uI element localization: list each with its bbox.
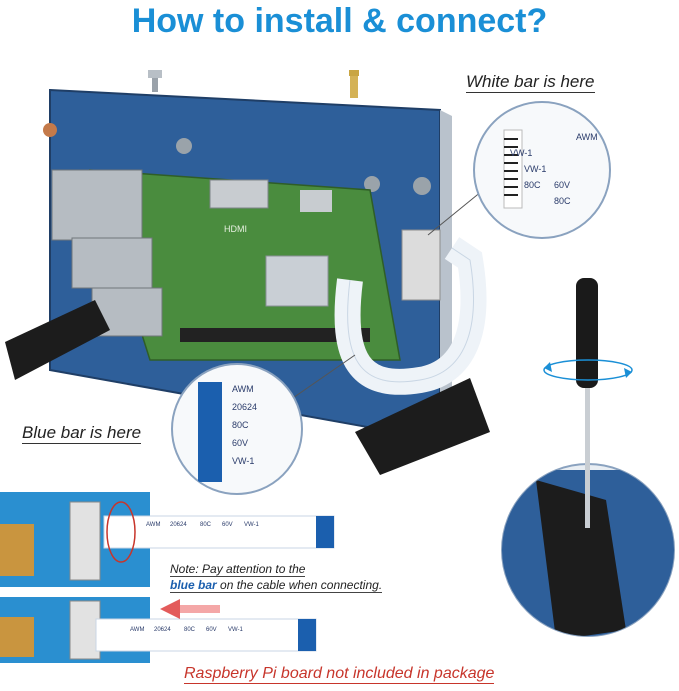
cable-temp: 80C bbox=[554, 196, 571, 206]
cable-temp: 80C bbox=[524, 180, 541, 190]
usb-port bbox=[91, 287, 163, 337]
cable-brand: AWM bbox=[130, 627, 144, 633]
cable-rating: VW-1 bbox=[228, 627, 244, 633]
cable-rating: VW-1 bbox=[510, 148, 532, 158]
brass-standoff-icon bbox=[349, 70, 359, 98]
connector-gold bbox=[0, 524, 34, 576]
hdmi-port bbox=[209, 179, 269, 209]
install-illustration: HDMI bbox=[5, 70, 521, 475]
cable-rating: VW-1 bbox=[524, 164, 546, 174]
standoff bbox=[43, 123, 57, 137]
fpc-socket bbox=[69, 600, 101, 660]
connector-diagram-insert: AWM 20624 80C 60V VW-1 bbox=[0, 597, 317, 663]
cable-brand: AWM bbox=[232, 384, 254, 394]
connector-diagram-correct: AWM 20624 80C 60V VW-1 bbox=[0, 492, 335, 587]
blue-bar bbox=[298, 619, 316, 651]
cable-code: 20624 bbox=[170, 522, 187, 528]
note-highlight: blue bar bbox=[170, 578, 217, 592]
ethernet-port bbox=[51, 169, 143, 241]
usb-micro-port bbox=[300, 190, 332, 212]
standoff bbox=[413, 177, 431, 195]
cable-code: 20624 bbox=[232, 402, 257, 412]
leader-line bbox=[289, 354, 356, 401]
page-title: How to install & connect? bbox=[131, 2, 548, 40]
fpc-cable bbox=[103, 515, 335, 549]
gpio-header bbox=[180, 328, 370, 342]
insert-arrow-icon bbox=[160, 599, 220, 619]
fpc-cable-outline bbox=[347, 247, 474, 383]
cable-brand: AWM bbox=[576, 132, 598, 142]
usb-port bbox=[71, 237, 153, 289]
hdmi-label: HDMI bbox=[224, 224, 247, 234]
blue-bar-caption: Blue bar is here bbox=[22, 423, 142, 444]
zoom-blue-bar: AWM 20624 80C 60V VW-1 bbox=[171, 363, 303, 495]
footer-note: Raspberry Pi board not included in packa… bbox=[184, 665, 495, 684]
screw-icon bbox=[148, 70, 162, 92]
screwdriver-closeup bbox=[501, 278, 675, 637]
display-fpc-connector bbox=[401, 229, 441, 301]
blue-bar bbox=[198, 382, 222, 482]
blue-bar bbox=[316, 516, 334, 548]
cable-volt: 60V bbox=[222, 522, 233, 528]
highlight-circle bbox=[106, 501, 136, 563]
standoff bbox=[364, 176, 380, 192]
fpc-cable bbox=[95, 618, 317, 652]
cable-rating: VW-1 bbox=[244, 522, 260, 528]
cable-temp: 80C bbox=[184, 627, 196, 633]
connector-gold bbox=[0, 617, 34, 657]
cable-volt: 60V bbox=[554, 180, 570, 190]
cable-temp: 80C bbox=[232, 420, 249, 430]
connection-note: Note: Pay attention to the blue bar on t… bbox=[170, 561, 383, 593]
zoom-white-bar: AWM VW-1 VW-1 80C 60V 80C bbox=[473, 101, 611, 239]
stand-foot bbox=[536, 480, 626, 636]
stand-left bbox=[5, 300, 110, 380]
note-suffix: on the cable when connecting. bbox=[220, 578, 383, 592]
soc-chip bbox=[265, 255, 329, 307]
white-bar-caption: White bar is here bbox=[466, 72, 595, 93]
cable-temp: 80C bbox=[200, 522, 212, 528]
cable-code: 20624 bbox=[154, 627, 171, 633]
stand-right bbox=[355, 378, 490, 475]
note-prefix: Note: Pay attention to the bbox=[170, 562, 306, 577]
cable-volt: 60V bbox=[232, 438, 248, 448]
cable-brand: AWM bbox=[146, 522, 160, 528]
rotate-arrow-icon bbox=[543, 359, 633, 381]
fpc-socket bbox=[69, 501, 101, 581]
standoff bbox=[176, 138, 192, 154]
cable-volt: 60V bbox=[206, 627, 217, 633]
cable-rating: VW-1 bbox=[232, 456, 254, 466]
